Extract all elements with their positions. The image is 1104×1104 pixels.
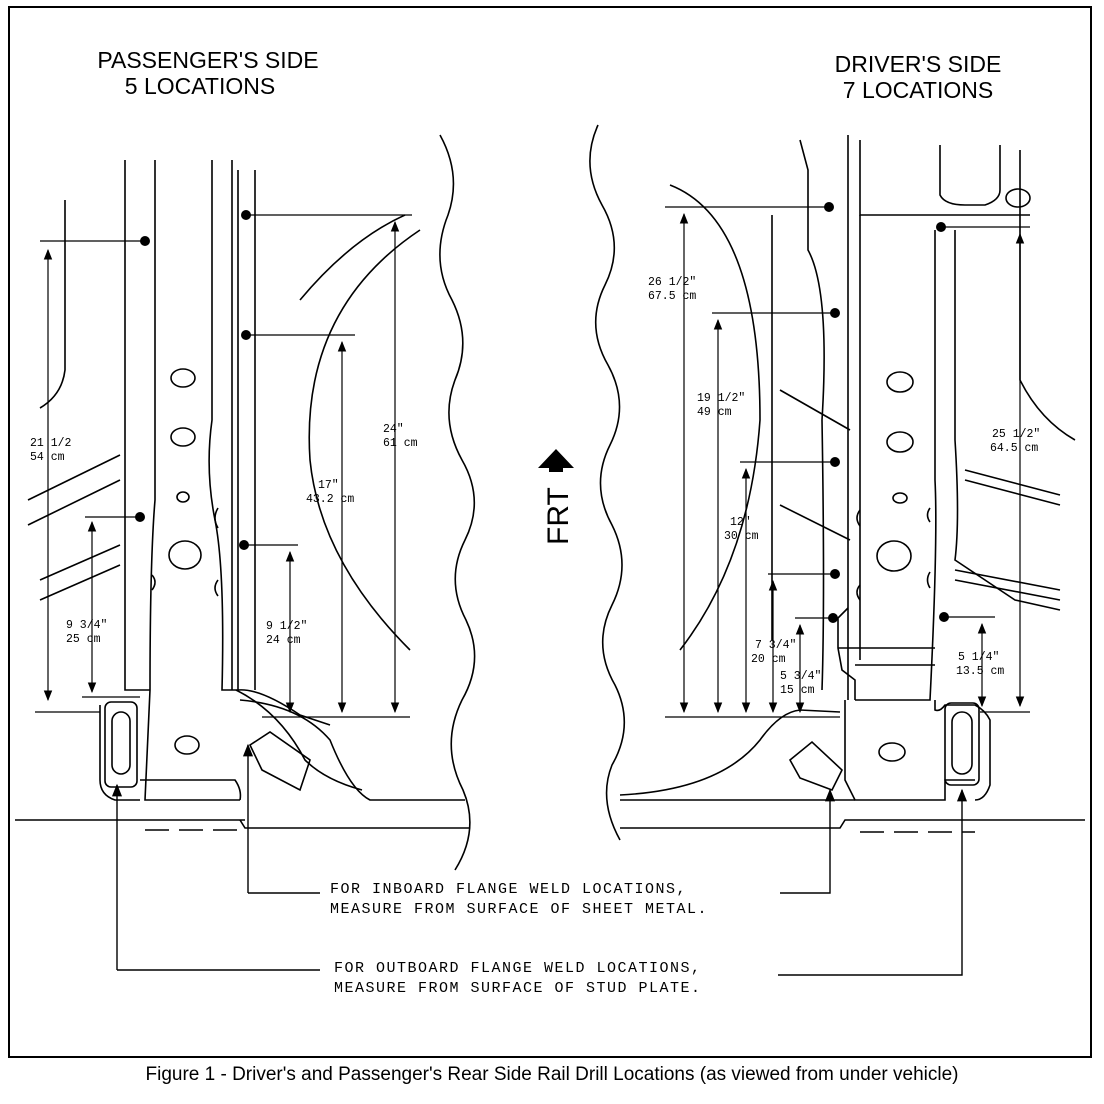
outboard-note-line2: MEASURE FROM SURFACE OF STUD PLATE. bbox=[334, 980, 702, 997]
driver-drill-points bbox=[824, 202, 949, 623]
passenger-dimensions bbox=[35, 214, 412, 718]
dim-label-in: 26 1/2" bbox=[648, 276, 696, 289]
driver-side-title: DRIVER'S SIDE bbox=[835, 51, 1002, 77]
figure-frame bbox=[8, 6, 1092, 1058]
dim-label-cm: 61 cm bbox=[383, 437, 418, 450]
dim-label-in: 9 1/2" bbox=[266, 620, 307, 633]
driver-dimension-labels: 26 1/2" 67.5 cm 19 1/2" 49 cm 12" 30 cm … bbox=[648, 276, 1040, 697]
dim-label-in: 21 1/2 bbox=[30, 437, 72, 450]
dim-label-in: 24" bbox=[383, 423, 404, 436]
inboard-note-line2: MEASURE FROM SURFACE OF SHEET METAL. bbox=[330, 901, 708, 918]
passenger-drill-points bbox=[135, 210, 251, 550]
dim-label-in: 5 1/4" bbox=[958, 651, 999, 664]
dim-label-in: 17" bbox=[318, 479, 339, 492]
dim-label-in: 7 3/4" bbox=[755, 639, 796, 652]
dim-label-cm: 49 cm bbox=[697, 406, 732, 419]
figure-caption: Figure 1 - Driver's and Passenger's Rear… bbox=[145, 1064, 959, 1085]
driver-side-locations: 7 LOCATIONS bbox=[843, 77, 993, 103]
passenger-rail-structure bbox=[15, 134, 476, 871]
driver-dimensions bbox=[665, 206, 1030, 718]
passenger-side-locations: 5 LOCATIONS bbox=[125, 73, 275, 99]
leader-lines bbox=[111, 743, 968, 976]
passenger-dimension-labels: 21 1/2 54 cm 24" 61 cm 17" 43.2 cm 9 3/4… bbox=[30, 423, 418, 647]
front-label: FRT bbox=[542, 487, 575, 545]
dim-label-in: 19 1/2" bbox=[697, 392, 745, 405]
drill-location-diagram: PASSENGER'S SIDE 5 LOCATIONS DRIVER'S SI… bbox=[15, 47, 1085, 997]
inboard-note-line1: FOR INBOARD FLANGE WELD LOCATIONS, bbox=[330, 881, 687, 898]
dim-label-cm: 25 cm bbox=[66, 633, 101, 646]
dim-label-cm: 64.5 cm bbox=[990, 442, 1038, 455]
outboard-note-line1: FOR OUTBOARD FLANGE WELD LOCATIONS, bbox=[334, 960, 702, 977]
dim-label-in: 9 3/4" bbox=[66, 619, 107, 632]
dim-label-cm: 24 cm bbox=[266, 634, 301, 647]
front-direction-indicator: FRT bbox=[538, 449, 575, 545]
dim-label-cm: 54 cm bbox=[30, 451, 65, 464]
dim-label-in: 12" bbox=[730, 516, 751, 529]
dim-label-cm: 43.2 cm bbox=[306, 493, 354, 506]
dim-label-cm: 67.5 cm bbox=[648, 290, 696, 303]
measurement-notes: FOR INBOARD FLANGE WELD LOCATIONS, MEASU… bbox=[330, 881, 708, 997]
dim-label-cm: 20 cm bbox=[751, 653, 786, 666]
dim-label-cm: 13.5 cm bbox=[956, 665, 1004, 678]
dim-label-in: 5 3/4" bbox=[780, 670, 821, 683]
driver-rail-structure bbox=[589, 124, 1085, 841]
dim-label-in: 25 1/2" bbox=[992, 428, 1040, 441]
passenger-side-title: PASSENGER'S SIDE bbox=[97, 47, 318, 73]
front-arrow-icon bbox=[538, 449, 574, 472]
dim-label-cm: 30 cm bbox=[724, 530, 759, 543]
dim-label-cm: 15 cm bbox=[780, 684, 815, 697]
